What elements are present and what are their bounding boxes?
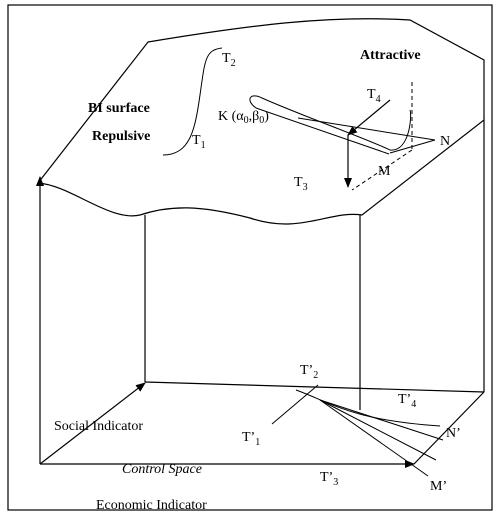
bifurcation-line-2	[319, 399, 437, 461]
t2-label: T2	[222, 51, 236, 69]
social-indicator-axis-arrow	[39, 382, 146, 465]
t1-label: T1	[192, 133, 206, 151]
fold-to-n-line	[297, 117, 436, 141]
bi-surface-outline	[36, 18, 485, 225]
bifurcation-upper-curve	[295, 389, 441, 427]
dashed-guide-diagonal	[351, 149, 413, 191]
control-space-right-edge	[413, 391, 485, 465]
economic-indicator-label: Economic Indicator	[96, 498, 207, 513]
bifurcation-line-3	[319, 399, 444, 441]
figure-frame	[7, 4, 493, 511]
n-label: N	[440, 134, 450, 149]
control-space-label: Control Space	[122, 462, 202, 477]
t-prime-4-label: T’4	[398, 392, 416, 410]
k-alpha-beta-label: K (α0,β0)	[218, 109, 269, 126]
bifurcation-line-1	[319, 399, 429, 477]
social-indicator-label: Social Indicator	[54, 419, 143, 434]
cusp-fold-loop	[249, 95, 412, 151]
t4-label: T4	[367, 87, 381, 105]
t-prime-1-2-line	[271, 384, 319, 425]
n-prime-label: N’	[446, 426, 461, 441]
attractive-label: Attractive	[360, 48, 421, 63]
t-prime-1-label: T’1	[242, 430, 260, 448]
fold-front-line	[255, 107, 390, 155]
control-space-back-edge	[144, 381, 485, 393]
repulsive-label: Repulsive	[92, 129, 150, 144]
t-prime-2-label: T’2	[300, 363, 318, 381]
t4-diagonal-arrow	[347, 99, 391, 136]
m-label: M	[378, 164, 391, 179]
m-prime-label: M’	[430, 479, 447, 494]
t3-label: T3	[294, 175, 308, 193]
bi-surface-label: BI surface	[88, 101, 150, 116]
t1-t2-curve	[162, 47, 223, 156]
t-prime-3-label: T’3	[320, 470, 338, 488]
